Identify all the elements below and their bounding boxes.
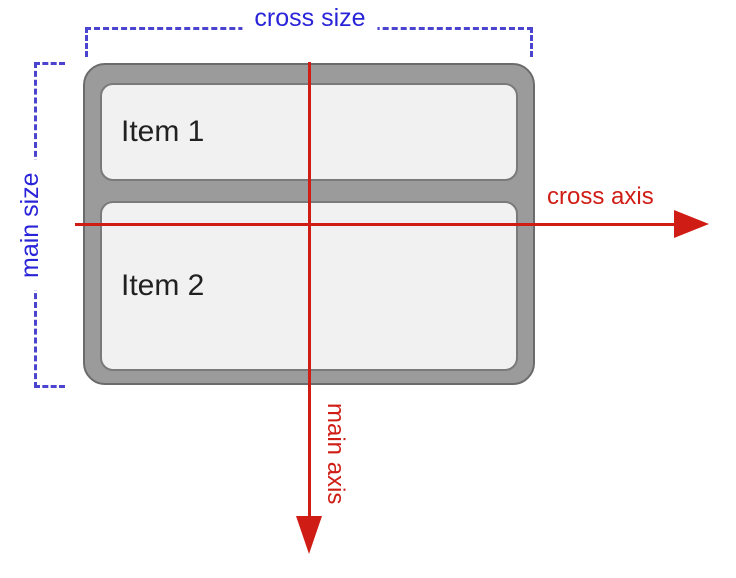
- cross-axis-label: cross axis: [547, 183, 654, 210]
- flex-item-1-label: Item 1: [121, 115, 205, 148]
- main-axis-arrowhead-icon: [296, 516, 322, 554]
- main-axis-label: main axis: [322, 403, 349, 505]
- flex-item-2-label: Item 2: [121, 269, 205, 302]
- cross-size-label: cross size: [242, 4, 378, 33]
- main-axis-line: [308, 62, 311, 517]
- main-size-label: main size: [16, 160, 45, 290]
- cross-axis-arrowhead-icon: [674, 210, 709, 238]
- cross-axis-line: [75, 223, 675, 226]
